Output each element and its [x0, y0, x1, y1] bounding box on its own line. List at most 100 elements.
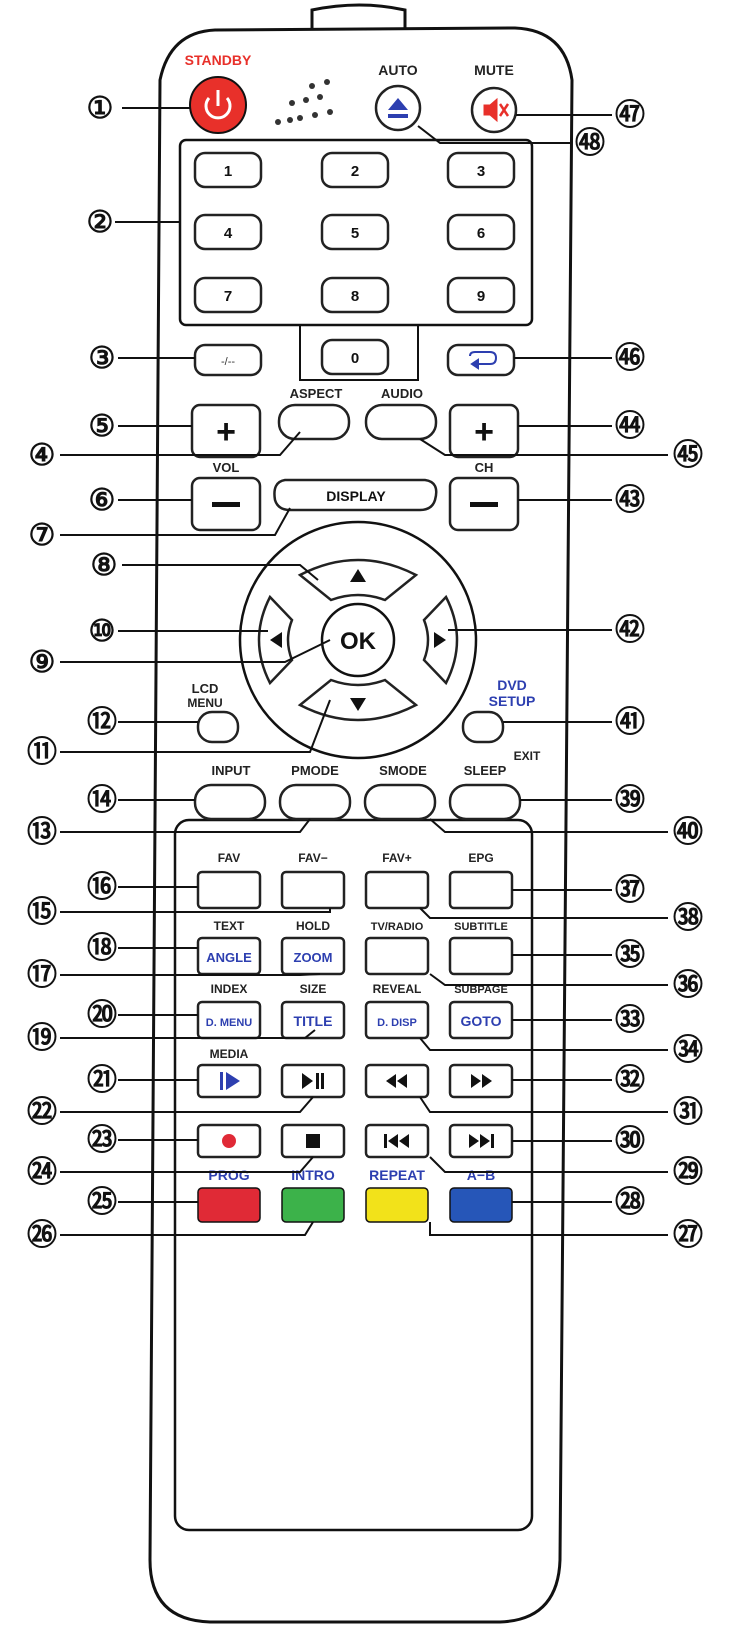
audio-label: AUDIO	[381, 386, 423, 401]
repeat-label: REPEAT	[369, 1167, 425, 1183]
speaker-dots	[275, 79, 333, 125]
smode-button[interactable]	[363, 783, 437, 821]
aspect-button[interactable]	[277, 403, 351, 441]
callout-29: ㉙	[673, 1156, 703, 1189]
tv-radio-button[interactable]	[364, 936, 430, 976]
eject-icon	[388, 98, 408, 118]
aspect-label: ASPECT	[290, 386, 343, 401]
callout-35: ㉟	[615, 939, 645, 972]
leader-lines	[60, 107, 668, 1236]
audio-button[interactable]	[364, 403, 438, 441]
digit-1-button[interactable]	[193, 151, 263, 189]
recall-button[interactable]	[446, 343, 516, 377]
ok-button[interactable]	[320, 602, 396, 678]
yellow-key-button[interactable]	[365, 1187, 429, 1223]
callout-20: ⑳	[87, 999, 117, 1032]
remote-body-outline	[148, 26, 574, 1624]
callout-37: ㊲	[615, 874, 645, 907]
callout-2: ②	[87, 206, 114, 239]
media-label: MEDIA	[210, 1047, 249, 1061]
digit-3-label: 3	[477, 163, 485, 180]
digit-2-button[interactable]	[320, 151, 390, 189]
previous-icon	[384, 1134, 409, 1148]
callout-46: ㊻	[615, 342, 645, 375]
subtitle-label: SUBTITLE	[454, 921, 508, 933]
epg-label: EPG	[468, 851, 493, 865]
intro-label: INTRO	[291, 1167, 335, 1183]
title-label: TITLE	[294, 1013, 333, 1029]
callout-33: ㉝	[615, 1004, 645, 1037]
hold-label: HOLD	[296, 919, 330, 933]
callout-15: ⑮	[27, 896, 57, 929]
lcd-menu-button[interactable]	[196, 710, 240, 744]
mute-label: MUTE	[474, 62, 514, 78]
blue-key-button[interactable]	[449, 1187, 513, 1223]
sleep-button[interactable]	[448, 783, 522, 821]
digit-8-label: 8	[351, 288, 359, 305]
standby-label: STANDBY	[185, 52, 252, 68]
goto-label: GOTO	[461, 1013, 502, 1029]
exit-label: EXIT	[514, 749, 541, 763]
fav-plus-button[interactable]	[364, 870, 430, 910]
subpage-label: SUBPAGE	[454, 984, 508, 996]
ch-label: CH	[475, 460, 494, 475]
fav-minus-button[interactable]	[280, 870, 346, 910]
left-arrow-icon	[270, 632, 282, 648]
digit-8-button[interactable]	[320, 276, 390, 314]
vol-up-button[interactable]	[190, 403, 262, 459]
a-b-label: A−B	[467, 1167, 495, 1183]
auto-label: AUTO	[378, 62, 418, 78]
callout-28: ㉘	[615, 1186, 645, 1219]
input-label: INPUT	[212, 763, 251, 778]
display-label: DISPLAY	[326, 488, 386, 504]
callout-34: ㉞	[673, 1034, 703, 1067]
callout-3: ③	[89, 342, 116, 375]
callout-8: ⑧	[91, 549, 118, 582]
display-button[interactable]	[273, 478, 438, 512]
reveal-label: REVEAL	[373, 982, 422, 996]
callout-16: ⑯	[87, 871, 117, 904]
digit-7-label: 7	[224, 288, 232, 305]
callout-27: ㉗	[673, 1219, 703, 1252]
epg-button[interactable]	[448, 870, 514, 910]
play-pause-icon	[302, 1073, 324, 1089]
record-icon	[222, 1134, 236, 1148]
fav-label: FAV	[218, 851, 240, 865]
fav-button[interactable]	[196, 870, 262, 910]
right-arrow-icon	[434, 632, 446, 648]
digit-7-button[interactable]	[193, 276, 263, 314]
power-icon	[204, 90, 232, 120]
digit-6-button[interactable]	[446, 213, 516, 251]
callout-31: ㉛	[673, 1096, 703, 1129]
callout-45: ㊺	[673, 439, 703, 472]
input-button[interactable]	[193, 783, 267, 821]
subtitle-button[interactable]	[448, 936, 514, 976]
red-key-button[interactable]	[197, 1187, 261, 1223]
green-key-button[interactable]	[281, 1187, 345, 1223]
callout-44: ㊹	[615, 410, 645, 443]
digit-3-button[interactable]	[446, 151, 516, 189]
digit-9-button[interactable]	[446, 276, 516, 314]
dvd-setup-button[interactable]	[461, 710, 505, 744]
callout-24: ㉔	[27, 1156, 57, 1189]
callout-12: ⑫	[87, 706, 117, 739]
callout-1: ①	[87, 92, 114, 125]
digit-4-button[interactable]	[193, 213, 263, 251]
digit-0-button[interactable]	[320, 338, 390, 376]
text-label: TEXT	[214, 919, 245, 933]
digit-1-label: 1	[224, 163, 232, 180]
lower-panel-outline	[173, 818, 534, 1532]
dash-label: -/--	[221, 356, 235, 368]
digit-5-button[interactable]	[320, 213, 390, 251]
index-label: INDEX	[211, 982, 248, 996]
smode-label: SMODE	[379, 763, 427, 778]
title-button[interactable]	[280, 1000, 346, 1040]
dvd-label: DVD	[497, 677, 527, 693]
dash-button[interactable]	[193, 343, 263, 377]
ch-up-button[interactable]	[448, 403, 520, 459]
up-arrow-icon	[350, 569, 366, 582]
callouts-left: ① ② ③ ⑤ ④ ⑥ ⑦ ⑧ ⑩ ⑨ ⑫ ⑪ ⑭ ⑬ ⑯ ⑮ ⑱ ⑰ ⑳ ⑲ …	[27, 92, 117, 1252]
d-disp-button[interactable]	[364, 1000, 430, 1040]
menu-label: MENU	[187, 696, 222, 710]
pmode-button[interactable]	[278, 783, 352, 821]
